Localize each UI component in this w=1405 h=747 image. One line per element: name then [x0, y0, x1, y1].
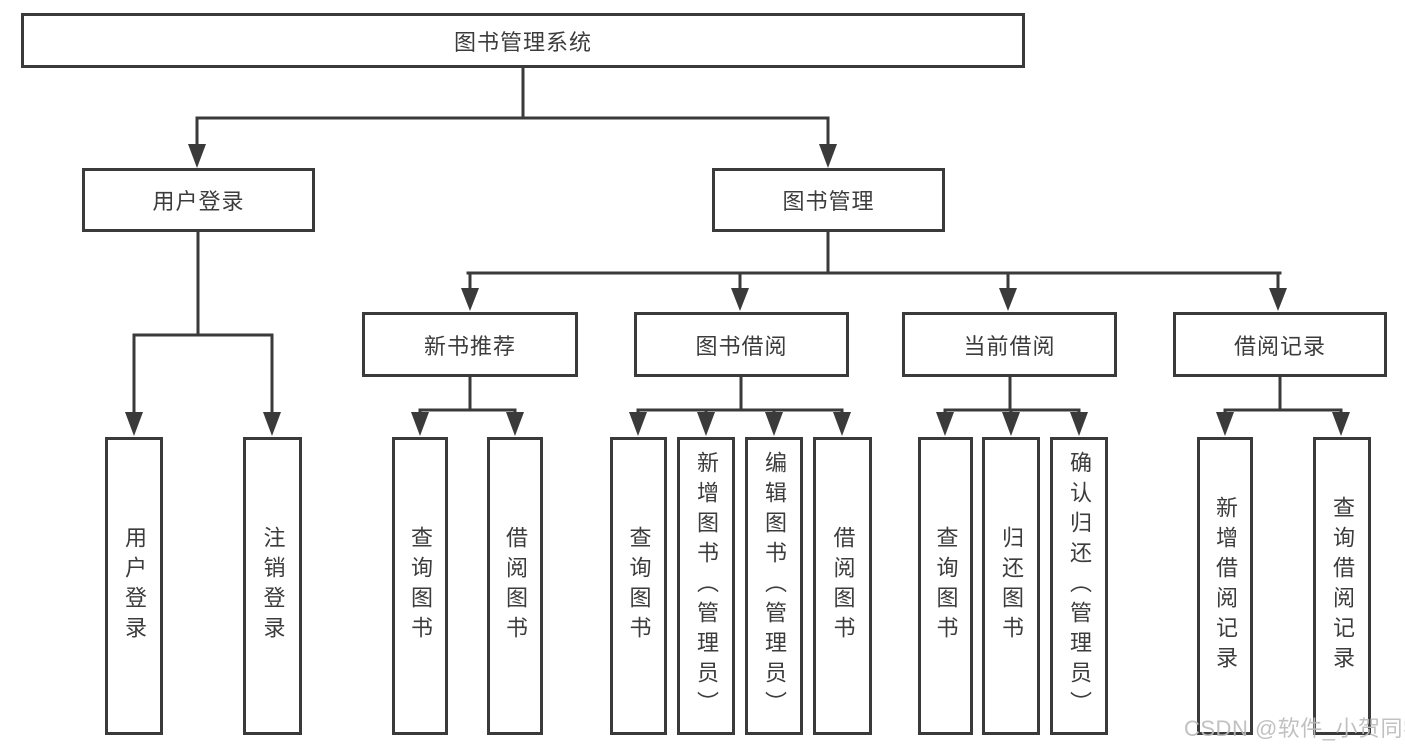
leaf-confirm-return-admin-label: 确认归还（管理员） — [1067, 451, 1092, 721]
leaf-query-books-2-label: 查询图书 — [626, 526, 652, 646]
leaf-borrow-books-2-label: 借阅图书 — [830, 526, 856, 646]
node-borrow-records-label: 借阅记录 — [1233, 333, 1326, 359]
leaf-add-book-admin-label: 新增图书（管理员） — [694, 451, 719, 721]
node-book-management: 图书管理 — [712, 168, 945, 232]
node-book-management-label: 图书管理 — [782, 189, 875, 214]
leaf-borrow-books-1: 借阅图书 — [487, 437, 543, 735]
node-root-label: 图书管理系统 — [453, 29, 592, 55]
csdn-watermark: CSDN @软件_小贺同学 — [1184, 716, 1405, 741]
leaf-edit-book-admin: 编辑图书（管理员） — [745, 437, 803, 735]
leaf-edit-book-admin-label: 编辑图书（管理员） — [762, 451, 787, 721]
leaf-add-borrow-record-label: 新增借阅记录 — [1213, 496, 1238, 676]
node-current-borrow-label: 当前借阅 — [963, 333, 1056, 359]
leaf-query-borrow-record: 查询借阅记录 — [1313, 437, 1371, 735]
leaf-return-books-label: 归还图书 — [999, 526, 1024, 646]
node-new-book-recommend: 新书推荐 — [362, 312, 578, 377]
leaf-user-login-label: 用户登录 — [122, 526, 147, 646]
node-new-book-recommend-label: 新书推荐 — [423, 333, 516, 359]
node-user-login-label: 用户登录 — [152, 189, 245, 214]
node-book-borrow: 图书借阅 — [634, 312, 849, 377]
node-root: 图书管理系统 — [21, 13, 1025, 68]
leaf-add-borrow-record: 新增借阅记录 — [1197, 437, 1253, 735]
leaf-return-books: 归还图书 — [982, 437, 1040, 735]
leaf-borrow-books-2: 借阅图书 — [813, 437, 872, 735]
leaf-query-books-3-label: 查询图书 — [933, 526, 959, 646]
leaf-add-book-admin: 新增图书（管理员） — [677, 437, 735, 735]
node-book-borrow-label: 图书借阅 — [695, 333, 788, 359]
leaf-borrow-books-1-label: 借阅图书 — [503, 526, 528, 646]
leaf-query-books-1-label: 查询图书 — [408, 526, 433, 646]
node-borrow-records: 借阅记录 — [1173, 312, 1387, 377]
leaf-logout: 注销登录 — [243, 437, 302, 735]
node-user-login: 用户登录 — [82, 168, 315, 232]
leaf-user-login: 用户登录 — [105, 437, 163, 735]
leaf-query-books-3: 查询图书 — [918, 437, 973, 735]
node-current-borrow: 当前借阅 — [902, 312, 1117, 377]
leaf-query-books-1: 查询图书 — [392, 437, 448, 735]
leaf-query-borrow-record-label: 查询借阅记录 — [1330, 496, 1355, 676]
leaf-confirm-return-admin: 确认归还（管理员） — [1050, 437, 1108, 735]
leaf-query-books-2: 查询图书 — [610, 437, 667, 735]
leaf-logout-label: 注销登录 — [260, 526, 286, 646]
